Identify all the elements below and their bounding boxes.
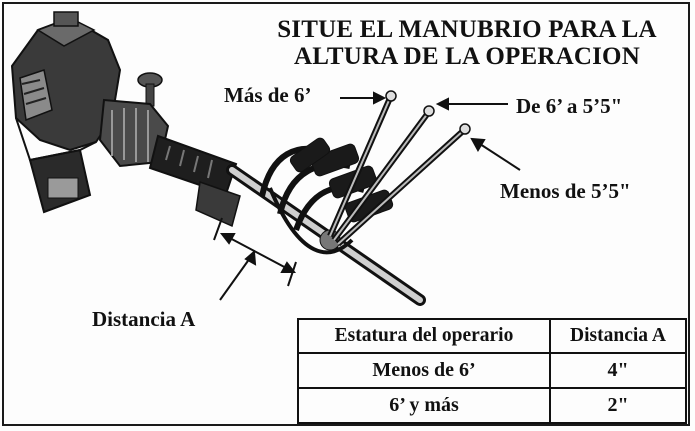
callout-arrows <box>340 91 521 171</box>
handle-bar-positions <box>327 90 471 247</box>
knob-icon <box>137 72 163 107</box>
label-menos-de: Menos de 5’5" <box>500 179 631 203</box>
grip-icon <box>148 134 241 228</box>
table-cell: 2" <box>549 386 687 425</box>
height-distance-table: Estatura del operario Distancia A Menos … <box>297 318 687 425</box>
label-distancia: Distancia A <box>92 307 196 331</box>
figure-border <box>2 2 690 426</box>
column-header: Estatura del operario <box>297 318 551 354</box>
table-cell: 4" <box>549 351 687 389</box>
label-de-a: De 6’ a 5’5" <box>516 94 623 118</box>
column-header: Distancia A <box>549 318 687 354</box>
table-cell: 6’ y más <box>297 386 551 425</box>
engine-icon <box>10 11 122 214</box>
label-mas-de: Más de 6’ <box>224 83 312 107</box>
table-header-row: Estatura del operario Distancia A <box>297 318 687 354</box>
table-row: Menos de 6’ 4" <box>297 351 687 389</box>
table-row: 6’ y más 2" <box>297 386 687 425</box>
title-line-2: ALTURA DE LA OPERACION <box>294 43 640 70</box>
title-line-1: SITUE EL MANUBRIO PARA LA <box>277 16 657 43</box>
distance-dimension-icon <box>213 217 297 301</box>
table-cell: Menos de 6’ <box>297 351 551 389</box>
page-title: SITUE EL MANUBRIO PARA LA ALTURA DE LA O… <box>262 16 672 70</box>
